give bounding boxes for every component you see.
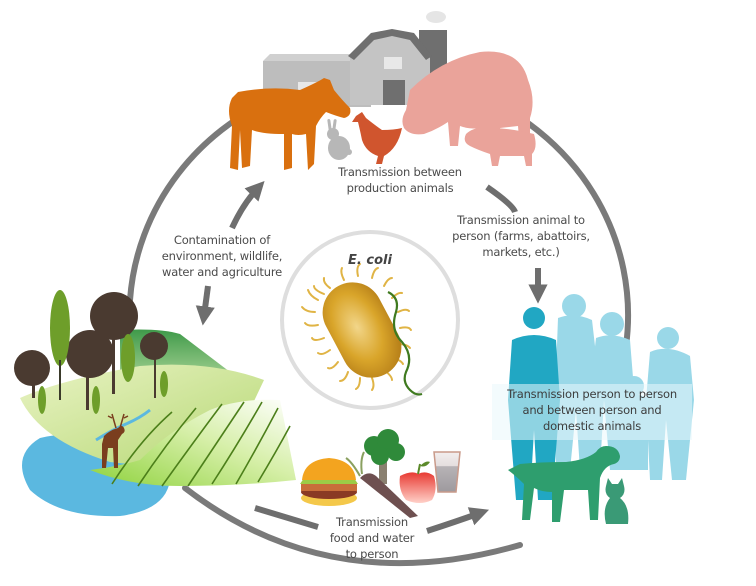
- label-food-water: Transmission food and water to person: [329, 515, 415, 561]
- label-environment-contamination: Contamination of environment, wildlife, …: [161, 233, 283, 279]
- flow-arrows: [195, 180, 548, 534]
- ecoli-title: E. coli: [348, 253, 392, 268]
- bacterium-icon: [301, 263, 423, 396]
- arrow-food-left-icon: [254, 505, 319, 530]
- cow-icon: [229, 78, 351, 170]
- deer-icon: [102, 413, 129, 468]
- dog-icon: [508, 446, 620, 522]
- cat-icon: [604, 478, 629, 524]
- pig-icon: [402, 51, 533, 152]
- rabbit-icon: [327, 118, 352, 160]
- arrow-environment-down-icon: [195, 285, 215, 326]
- label-production-animals: Transmission between production animals: [338, 165, 462, 195]
- landscape-icon: [14, 290, 296, 517]
- broccoli-icon: [364, 429, 405, 484]
- label-animal-to-person: Transmission animal to person (farms, ab…: [452, 213, 590, 259]
- arrow-environment-to-animals-icon: [229, 180, 265, 230]
- burger-icon: [300, 458, 358, 506]
- ecoli-center: [280, 230, 460, 410]
- piglet-icon: [464, 127, 536, 166]
- label-band: [492, 384, 692, 440]
- apple-icon: [399, 461, 436, 503]
- hen-icon: [352, 112, 402, 164]
- label-person-to-person: Transmission person to person and betwee…: [507, 387, 677, 433]
- carrot-icon: [345, 451, 418, 518]
- food-water-icon: [300, 429, 461, 518]
- arrow-food-to-person-icon: [426, 507, 490, 534]
- arrow-animals-to-person-icon: [485, 184, 518, 214]
- glass-of-water-icon: [433, 451, 461, 493]
